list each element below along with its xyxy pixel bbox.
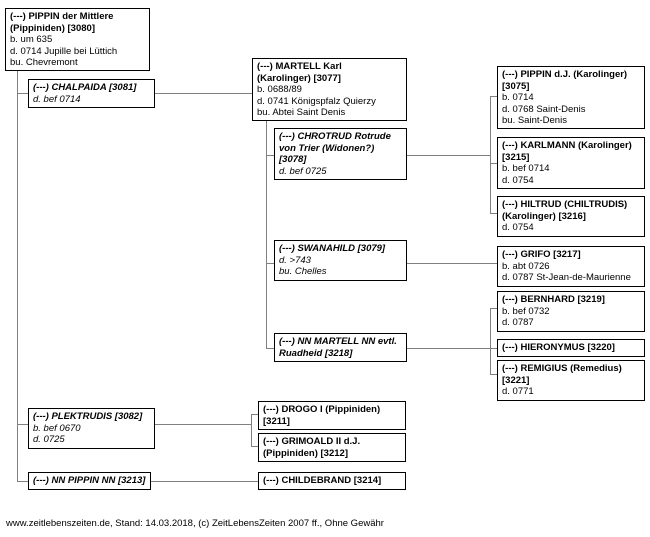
person-box-bernhard[interactable]: (---) BERNHARD [3219] b. bef 0732 d. 078… (497, 291, 645, 332)
person-death: d. bef 0714 (33, 93, 81, 105)
person-death: d. 0754 (502, 174, 534, 186)
connector-line (490, 96, 491, 213)
person-name-line2: [3075] (502, 80, 530, 92)
person-name-line2: [3215] (502, 151, 530, 163)
connector-line (155, 424, 251, 425)
person-box-nn-martell[interactable]: (---) NN MARTELL NN evtl. Ruadheid [3218… (274, 333, 407, 362)
person-box-chalpaida[interactable]: (---) CHALPAIDA [3081] d. bef 0714 (28, 79, 155, 108)
person-death: d. 0714 Jupille bei Lüttich (10, 45, 118, 57)
person-name-line2: Ruadheid [3218] (279, 347, 353, 359)
person-birth: b. abt 0726 (502, 260, 550, 272)
person-name-line2: (Pippiniden) [3212] (263, 447, 348, 459)
person-name: (---) CHALPAIDA [3081] (33, 82, 137, 93)
person-name: (---) GRIMOALD II d.J. (263, 436, 361, 447)
connector-line (266, 118, 267, 349)
connector-line (490, 163, 498, 164)
person-name: (---) CHILDEBRAND [3214] (263, 475, 382, 486)
person-name: (---) KARLMANN (Karolinger) (502, 140, 632, 151)
person-name: (---) PLEKTRUDIS [3082] (33, 411, 143, 422)
person-name: (---) HILTRUD (CHILTRUDIS) (502, 199, 628, 210)
person-box-hieronymus[interactable]: (---) HIERONYMUS [3220] (497, 339, 645, 357)
person-name-line2: (Karolinger) [3216] (502, 210, 586, 222)
connector-line (151, 481, 259, 482)
person-box-plektrudis[interactable]: (---) PLEKTRUDIS [3082] b. bef 0670 d. 0… (28, 408, 155, 449)
person-birth: b. 0714 (502, 92, 534, 104)
person-birth: b. um 635 (10, 34, 53, 46)
person-box-chrotrud[interactable]: (---) CHROTRUD Rotrude von Trier (Widone… (274, 128, 407, 180)
person-death: d. 0771 (502, 386, 534, 398)
person-name-line2: von Trier (Widonen?) (279, 142, 375, 154)
person-death: d. 0725 (33, 434, 65, 446)
connector-line (490, 308, 498, 309)
person-name: (---) PIPPIN der Mittlere (10, 11, 114, 22)
person-birth: b. bef 0732 (502, 305, 550, 317)
person-box-swanahild[interactable]: (---) SWANAHILD [3079] d. >743 bu. Chell… (274, 240, 407, 281)
person-box-hiltrud[interactable]: (---) HILTRUD (CHILTRUDIS) (Karolinger) … (497, 196, 645, 237)
person-box-drogo[interactable]: (---) DROGO I (Pippiniden) [3211] (258, 401, 406, 430)
person-burial: bu. Chevremont (10, 57, 78, 69)
person-name: (---) DROGO I (Pippiniden) (263, 404, 381, 415)
connector-line (490, 96, 498, 97)
person-burial: bu. Saint-Denis (502, 115, 567, 127)
person-name-line2: (Pippiniden) [3080] (10, 22, 95, 34)
connector-line (266, 155, 275, 156)
connector-line (154, 93, 253, 94)
connector-line (490, 213, 498, 214)
person-birth: b. 0688/89 (257, 84, 302, 96)
connector-line (251, 446, 259, 447)
person-name: (---) MARTELL Karl (257, 61, 342, 72)
connector-line (490, 348, 498, 349)
person-box-childebrand[interactable]: (---) CHILDEBRAND [3214] (258, 472, 406, 490)
person-death: d. 0787 St-Jean-de-Maurienne (502, 272, 631, 284)
connector-line (407, 263, 498, 264)
person-death: d. 0787 (502, 317, 534, 329)
person-name-line2: (Karolinger) [3077] (257, 72, 341, 84)
person-name: (---) REMIGIUS (Remedius) (502, 363, 622, 374)
connector-line (266, 263, 275, 264)
connector-line (251, 414, 259, 415)
connector-line (266, 348, 275, 349)
person-name: (---) PIPPIN d.J. (Karolinger) (502, 69, 628, 80)
person-birth: b. bef 0670 (33, 422, 81, 434)
person-burial: bu. Chelles (279, 266, 327, 278)
person-death: d. >743 (279, 254, 311, 266)
connector-line (490, 374, 498, 375)
person-death: d. 0768 Saint-Denis (502, 103, 586, 115)
person-name-line2: [3221] (502, 374, 530, 386)
connector-line (17, 481, 29, 482)
person-box-remigius[interactable]: (---) REMIGIUS (Remedius) [3221] d. 0771 (497, 360, 645, 401)
connector-line (251, 414, 252, 446)
person-name: (---) NN PIPPIN NN [3213] (33, 475, 146, 486)
person-burial: bu. Abtei Saint Denis (257, 107, 346, 119)
connector-line (17, 424, 29, 425)
person-box-grifo[interactable]: (---) GRIFO [3217] b. abt 0726 d. 0787 S… (497, 246, 645, 287)
person-name: (---) SWANAHILD [3079] (279, 243, 386, 254)
person-box-pippin-dj[interactable]: (---) PIPPIN d.J. (Karolinger) [3075] b.… (497, 66, 645, 129)
person-box-nn-pippin[interactable]: (---) NN PIPPIN NN [3213] (28, 472, 151, 490)
person-name: (---) CHROTRUD Rotrude (279, 131, 391, 142)
connector-line (490, 308, 491, 374)
connector-line (17, 93, 29, 94)
person-name: (---) GRIFO [3217] (502, 249, 581, 260)
person-death: d. bef 0725 (279, 165, 327, 177)
person-name: (---) BERNHARD [3219] (502, 294, 605, 305)
person-box-pippin-der-mittlere[interactable]: (---) PIPPIN der Mittlere (Pippiniden) [… (5, 8, 150, 71)
person-name-line2: [3211] (263, 415, 290, 427)
person-name: (---) HIERONYMUS [3220] (502, 342, 615, 353)
footer-credit: www.zeitlebenszeiten.de, Stand: 14.03.20… (6, 518, 384, 529)
person-death: d. 0741 Königspfalz Quierzy (257, 95, 376, 107)
person-name-line3: [3078] (279, 154, 307, 166)
connector-line (17, 70, 18, 481)
person-birth: b. bef 0714 (502, 163, 550, 175)
person-box-martell-karl[interactable]: (---) MARTELL Karl (Karolinger) [3077] b… (252, 58, 407, 121)
connector-line (407, 155, 490, 156)
connector-line (407, 348, 490, 349)
person-death: d. 0754 (502, 222, 534, 234)
person-box-karlmann[interactable]: (---) KARLMANN (Karolinger) [3215] b. be… (497, 137, 645, 189)
person-box-grimoald[interactable]: (---) GRIMOALD II d.J. (Pippiniden) [321… (258, 433, 406, 462)
person-name: (---) NN MARTELL NN evtl. (279, 336, 397, 347)
